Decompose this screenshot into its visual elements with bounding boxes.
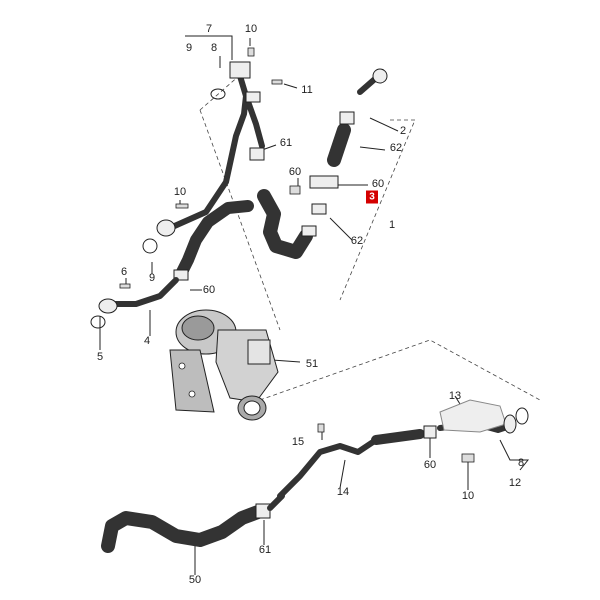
leader-lines	[99, 35, 530, 575]
callout-6: 6	[120, 266, 128, 278]
callout-10: 10	[244, 23, 258, 35]
group-outline-right	[339, 119, 416, 301]
callout-1: 1	[388, 219, 396, 231]
callout-3-highlighted: 3	[366, 190, 378, 204]
turbocharger	[169, 309, 279, 421]
callout-2: 2	[399, 125, 407, 137]
oil-line-4	[90, 277, 179, 329]
coolant-line-14	[277, 399, 529, 499]
callout-8: 8	[517, 457, 525, 469]
callout-7: 7	[205, 23, 213, 35]
coolant-hose-50	[101, 493, 285, 553]
callout-51: 51	[305, 358, 319, 370]
callout-60: 60	[423, 459, 437, 471]
callout-60: 60	[371, 178, 385, 190]
callout-13: 13	[448, 390, 462, 402]
callout-9: 9	[148, 272, 156, 284]
coolant-hose-group	[249, 68, 388, 259]
callout-8: 8	[210, 42, 218, 54]
callout-61: 61	[258, 544, 272, 556]
callout-12: 12	[508, 477, 522, 489]
callout-10: 10	[173, 186, 187, 198]
hose-left-dotted	[173, 200, 254, 281]
callout-62: 62	[350, 235, 364, 247]
callout-10: 10	[461, 490, 475, 502]
upper-oil-line	[142, 47, 283, 254]
callout-4: 4	[143, 335, 151, 347]
callout-5: 5	[96, 351, 104, 363]
callout-50: 50	[188, 574, 202, 586]
callout-9: 9	[185, 42, 193, 54]
callout-15: 15	[291, 436, 305, 448]
group-outline-top	[199, 74, 241, 111]
callout-11: 11	[301, 84, 313, 96]
callout-62: 62	[389, 142, 403, 154]
callout-60: 60	[202, 284, 216, 296]
group-outline-lower	[259, 339, 541, 401]
callout-14: 14	[336, 486, 350, 498]
callout-60: 60	[288, 166, 302, 178]
callout-61: 61	[279, 137, 293, 149]
